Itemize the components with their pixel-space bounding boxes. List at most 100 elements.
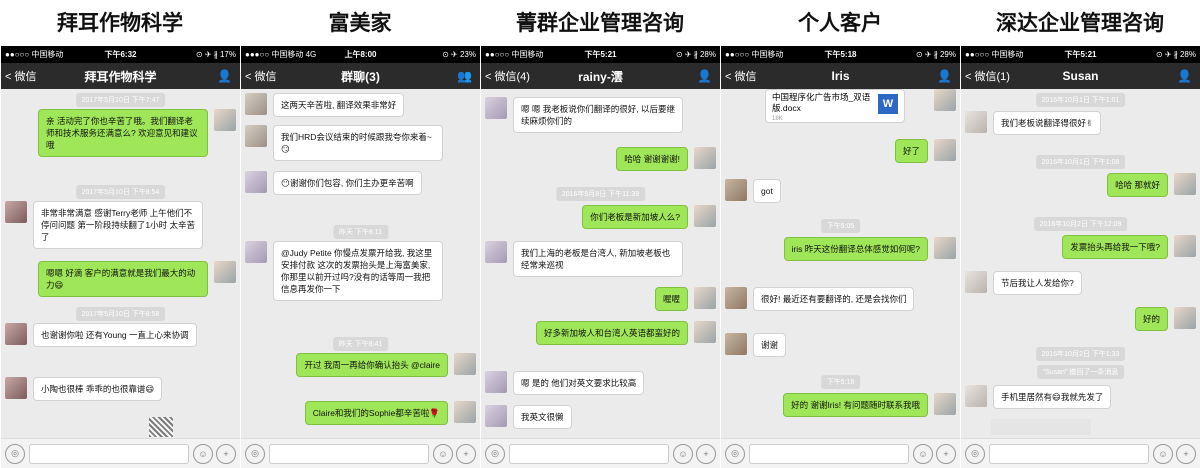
person-icon[interactable]: 👤	[937, 69, 952, 83]
avatar[interactable]	[245, 125, 267, 147]
avatar[interactable]	[454, 401, 476, 423]
avatar[interactable]	[1174, 173, 1196, 195]
chat-area[interactable]: 中国程序化广告市场_双语版.docx 18K W 好了 got 下午5:05 i…	[721, 89, 960, 438]
message-input[interactable]	[749, 443, 909, 464]
message-input[interactable]	[269, 443, 429, 464]
person-icon[interactable]: 👤	[1177, 69, 1192, 83]
message-bubble[interactable]: 我们HRD会议结束的时候跟我夸你来着~😏	[273, 125, 443, 161]
message-bubble[interactable]: 谢谢	[753, 333, 787, 357]
message-bubble[interactable]: 节后我让人发给你?	[993, 271, 1082, 295]
group-icon[interactable]: 👥	[457, 69, 472, 83]
avatar[interactable]	[725, 333, 747, 355]
avatar[interactable]	[725, 287, 747, 309]
message-bubble[interactable]: 嗯 嗯 我老板说你们翻译的很好, 以后要继续麻烦你们的	[513, 97, 683, 133]
message-bubble[interactable]: got	[753, 179, 781, 203]
message-bubble[interactable]: 哈哈 谢谢谢谢!	[616, 147, 688, 171]
person-icon[interactable]: 👤	[217, 69, 232, 83]
chat-area[interactable]: 嗯 嗯 我老板说你们翻译的很好, 以后要继续麻烦你们的 哈哈 谢谢谢谢! 201…	[481, 89, 720, 438]
message-bubble[interactable]: 我英文很懒	[513, 405, 572, 429]
avatar[interactable]	[965, 385, 987, 407]
back-button[interactable]: < 微信	[5, 71, 37, 83]
voice-icon[interactable]: ◎	[245, 443, 265, 464]
message-bubble[interactable]: 我们上海的老板是台湾人, 新加坡老板也经常来巡视	[513, 241, 683, 277]
avatar[interactable]	[5, 323, 27, 345]
avatar[interactable]	[485, 371, 507, 393]
message-input[interactable]	[509, 443, 669, 464]
voice-icon[interactable]: ◎	[965, 443, 985, 464]
message-bubble[interactable]: 好的 谢谢Iris! 有问题随时联系我哦	[783, 393, 928, 417]
avatar[interactable]	[934, 237, 956, 259]
message-bubble[interactable]: 这两天辛苦啦, 翻译效果非常好	[273, 93, 405, 117]
person-icon[interactable]: 👤	[697, 69, 712, 83]
message-input[interactable]	[989, 443, 1149, 464]
back-button[interactable]: < 微信	[245, 71, 277, 83]
message-bubble[interactable]: 好了	[894, 139, 928, 163]
message-bubble[interactable]: 好多新加坡人和台湾人英语都蛮好的	[535, 321, 688, 345]
avatar[interactable]	[1174, 307, 1196, 329]
message-bubble[interactable]: Claire和我们的Sophie都辛苦啦🌹	[304, 401, 448, 425]
voice-icon[interactable]: ◎	[485, 443, 505, 464]
message-bubble[interactable]: 很好! 最近还有要翻译的, 还是会找你们	[753, 287, 915, 311]
message-bubble[interactable]: @Judy Petite 你慢点发票开给我, 我这里安排付款 这次的发票抬头是上…	[273, 241, 443, 301]
avatar[interactable]	[934, 139, 956, 161]
file-attachment[interactable]: 中国程序化广告市场_双语版.docx 18K W	[765, 89, 905, 123]
message-bubble[interactable]: 亲 活动完了你也辛苦了哦。我们翻译老师和技术服务还满意么? 欢迎意见和建议哦	[38, 109, 208, 157]
avatar[interactable]	[725, 179, 747, 201]
plus-icon[interactable]: +	[216, 443, 236, 464]
avatar[interactable]	[245, 241, 267, 263]
message-bubble[interactable]: 发票抬头再给我一下哦?	[1062, 235, 1168, 259]
message-bubble[interactable]: 手机里居然有😄我就先发了	[993, 385, 1112, 409]
message-bubble[interactable]: 好的	[1134, 307, 1168, 331]
message-bubble[interactable]: 你们老板是新加坡人么?	[582, 205, 688, 229]
message-bubble[interactable]: 哈哈 那就好	[1107, 173, 1168, 197]
avatar[interactable]	[694, 205, 716, 227]
back-button[interactable]: < 微信(1)	[965, 71, 1010, 83]
avatar[interactable]	[214, 109, 236, 131]
message-bubble[interactable]: 我们老板说翻译得很好✌	[993, 111, 1102, 135]
image-message[interactable]	[991, 419, 1091, 435]
back-button[interactable]: < 微信(4)	[485, 71, 530, 83]
sticker-image[interactable]	[149, 417, 173, 437]
emoji-icon[interactable]: ☺	[1153, 443, 1173, 464]
avatar[interactable]	[965, 271, 987, 293]
message-bubble[interactable]: 喔喔	[654, 287, 688, 311]
message-input[interactable]	[29, 443, 189, 464]
chat-area[interactable]: 2016年10月1日 下午1:01 我们老板说翻译得很好✌ 2016年10月1日…	[961, 89, 1200, 438]
chat-area[interactable]: 这两天辛苦啦, 翻译效果非常好 我们HRD会议结束的时候跟我夸你来着~😏 😶谢谢…	[241, 89, 480, 438]
plus-icon[interactable]: +	[1176, 443, 1196, 464]
emoji-icon[interactable]: ☺	[913, 443, 933, 464]
avatar[interactable]	[485, 405, 507, 427]
back-button[interactable]: < 微信	[725, 71, 757, 83]
avatar[interactable]	[694, 321, 716, 343]
avatar[interactable]	[694, 147, 716, 169]
emoji-icon[interactable]: ☺	[433, 443, 453, 464]
voice-icon[interactable]: ◎	[5, 443, 25, 464]
plus-icon[interactable]: +	[936, 443, 956, 464]
message-bubble[interactable]: 😶谢谢你们包容, 你们主办更辛苦啊	[273, 171, 422, 195]
avatar[interactable]	[934, 393, 956, 415]
message-bubble[interactable]: 开过 我周一再给你确认抬头 @claire	[296, 353, 448, 377]
voice-icon[interactable]: ◎	[725, 443, 745, 464]
message-bubble[interactable]: 非常非常满意 感谢Terry老师 上午他们不停问问题 第一阶段持续翻了1小时 太…	[33, 201, 203, 249]
avatar[interactable]	[245, 93, 267, 115]
plus-icon[interactable]: +	[456, 443, 476, 464]
message-bubble[interactable]: 小陶也很棒 乖乖的也很靠谱😄	[33, 377, 163, 401]
emoji-icon[interactable]: ☺	[193, 443, 213, 464]
avatar[interactable]	[965, 111, 987, 133]
avatar[interactable]	[5, 377, 27, 399]
chat-area[interactable]: 2017年5月10日 下午7:47 亲 活动完了你也辛苦了哦。我们翻译老师和技术…	[1, 89, 240, 438]
avatar[interactable]	[694, 287, 716, 309]
message-bubble[interactable]: iris 昨天这份翻译总体感觉如何呢?	[783, 237, 928, 261]
message-bubble[interactable]: 也谢谢你啦 还有Young 一直上心来协调	[33, 323, 197, 347]
avatar[interactable]	[5, 201, 27, 223]
message-bubble[interactable]: 嗯 是的 他们对英文要求比较高	[513, 371, 645, 395]
avatar[interactable]	[1174, 235, 1196, 257]
avatar[interactable]	[485, 97, 507, 119]
emoji-icon[interactable]: ☺	[673, 443, 693, 464]
avatar[interactable]	[454, 353, 476, 375]
message-bubble[interactable]: 嗯嗯 好滴 客户的满意就是我们最大的动力😄	[38, 261, 208, 297]
avatar[interactable]	[485, 241, 507, 263]
avatar[interactable]	[245, 171, 267, 193]
avatar[interactable]	[214, 261, 236, 283]
avatar[interactable]	[934, 89, 956, 111]
